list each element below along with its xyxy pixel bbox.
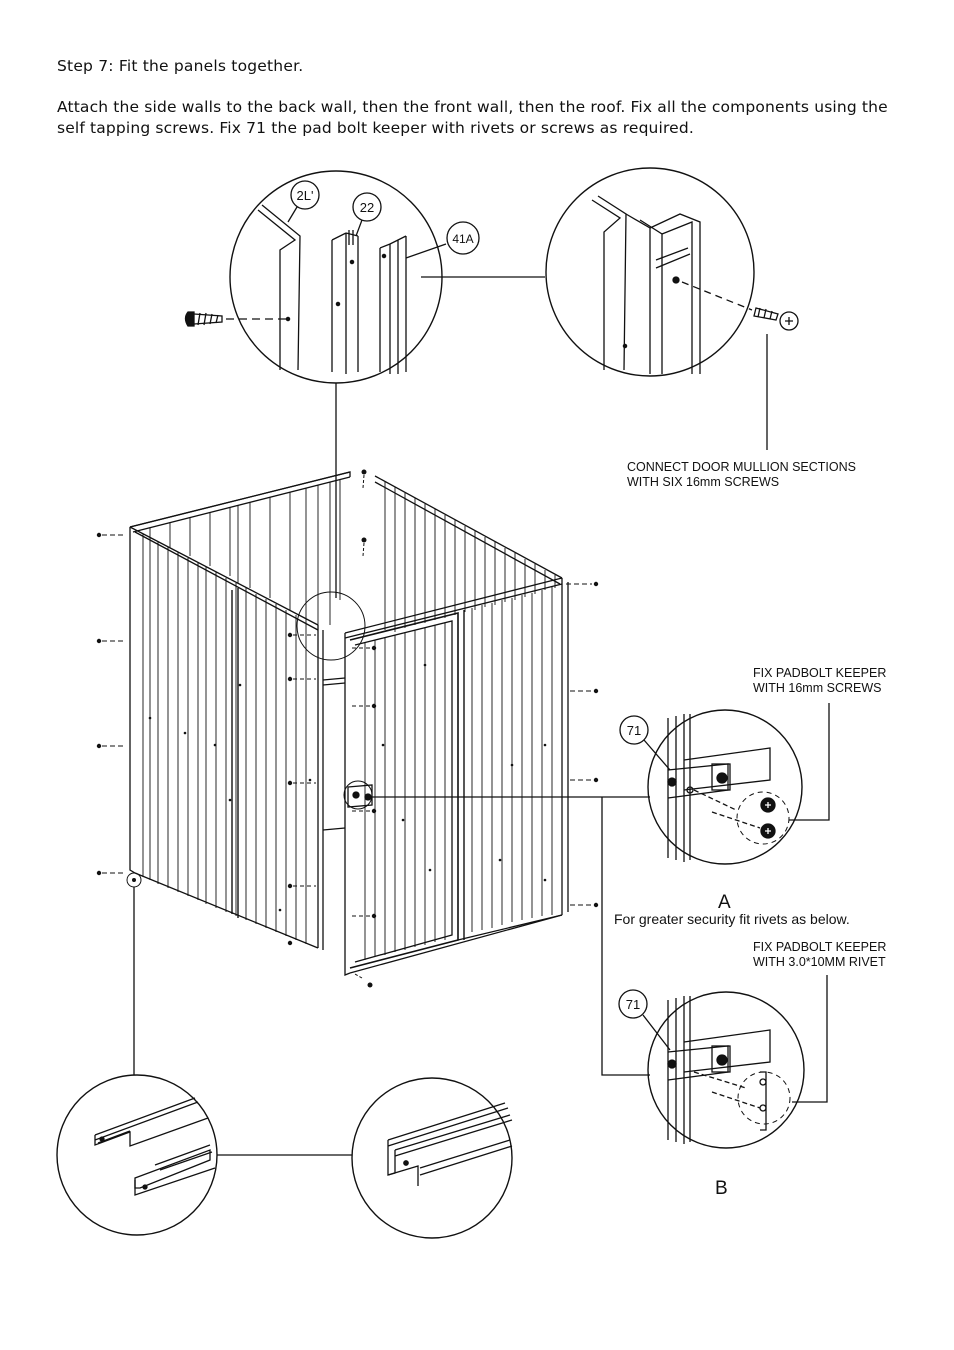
- callout-mullion-line-2: WITH SIX 16mm SCREWS: [627, 475, 780, 489]
- callout-mullion-line-1: CONNECT DOOR MULLION SECTIONS: [627, 460, 856, 474]
- shed-assembly: [126, 471, 569, 976]
- part-label-71-a: 71: [627, 723, 641, 738]
- part-label-22: 22: [360, 200, 374, 215]
- detail-b-padbolt-rivet: [647, 991, 805, 1149]
- callout-padbolt-rivet-line-2: WITH 3.0*10MM RIVET: [753, 955, 886, 969]
- padbolt-icon: [343, 780, 373, 810]
- detail-letter-a: A: [718, 892, 731, 913]
- detail-a-padbolt-screws: [647, 709, 803, 865]
- screw-icon: [753, 307, 799, 331]
- detail-letter-b: B: [715, 1178, 728, 1199]
- detail-circle-mullion: [545, 167, 799, 377]
- step-title: Step 7: Fit the panels together.: [57, 57, 304, 75]
- part-label-circle-2l: [290, 180, 320, 210]
- part-label-circle-41a: [446, 221, 480, 255]
- part-label-circle-22: [352, 192, 382, 222]
- instructions-text: Attach the side walls to the back wall, …: [57, 98, 888, 137]
- callout-padbolt-rivet: FIX PADBOLT KEEPER WITH 3.0*10MM RIVET: [753, 940, 886, 970]
- callout-padbolt-rivet-line-1: FIX PADBOLT KEEPER: [753, 940, 887, 954]
- detail-circle-panel-joint: [184, 170, 447, 384]
- part-label-2l: 2L': [297, 188, 314, 203]
- security-note: For greater security fit rivets as below…: [614, 911, 850, 927]
- screw-icon: [184, 311, 223, 327]
- part-label-circle-71-a: [619, 715, 649, 745]
- callout-padbolt-screws: FIX PADBOLT KEEPER WITH 16mm SCREWS: [753, 666, 886, 696]
- part-label-71-b: 71: [626, 997, 640, 1012]
- screw-markers: [96, 469, 599, 988]
- part-label-circle-71-b: [618, 989, 648, 1019]
- callout-mullion: CONNECT DOOR MULLION SECTIONS WITH SIX 1…: [627, 460, 856, 490]
- callout-padbolt-screws-line-1: FIX PADBOLT KEEPER: [753, 666, 887, 680]
- detail-circle-base-rail-joined: [351, 1077, 513, 1239]
- callout-padbolt-screws-line-2: WITH 16mm SCREWS: [753, 681, 882, 695]
- part-label-41a: 41A: [452, 232, 473, 246]
- detail-circle-base-rail-open: [56, 1074, 218, 1236]
